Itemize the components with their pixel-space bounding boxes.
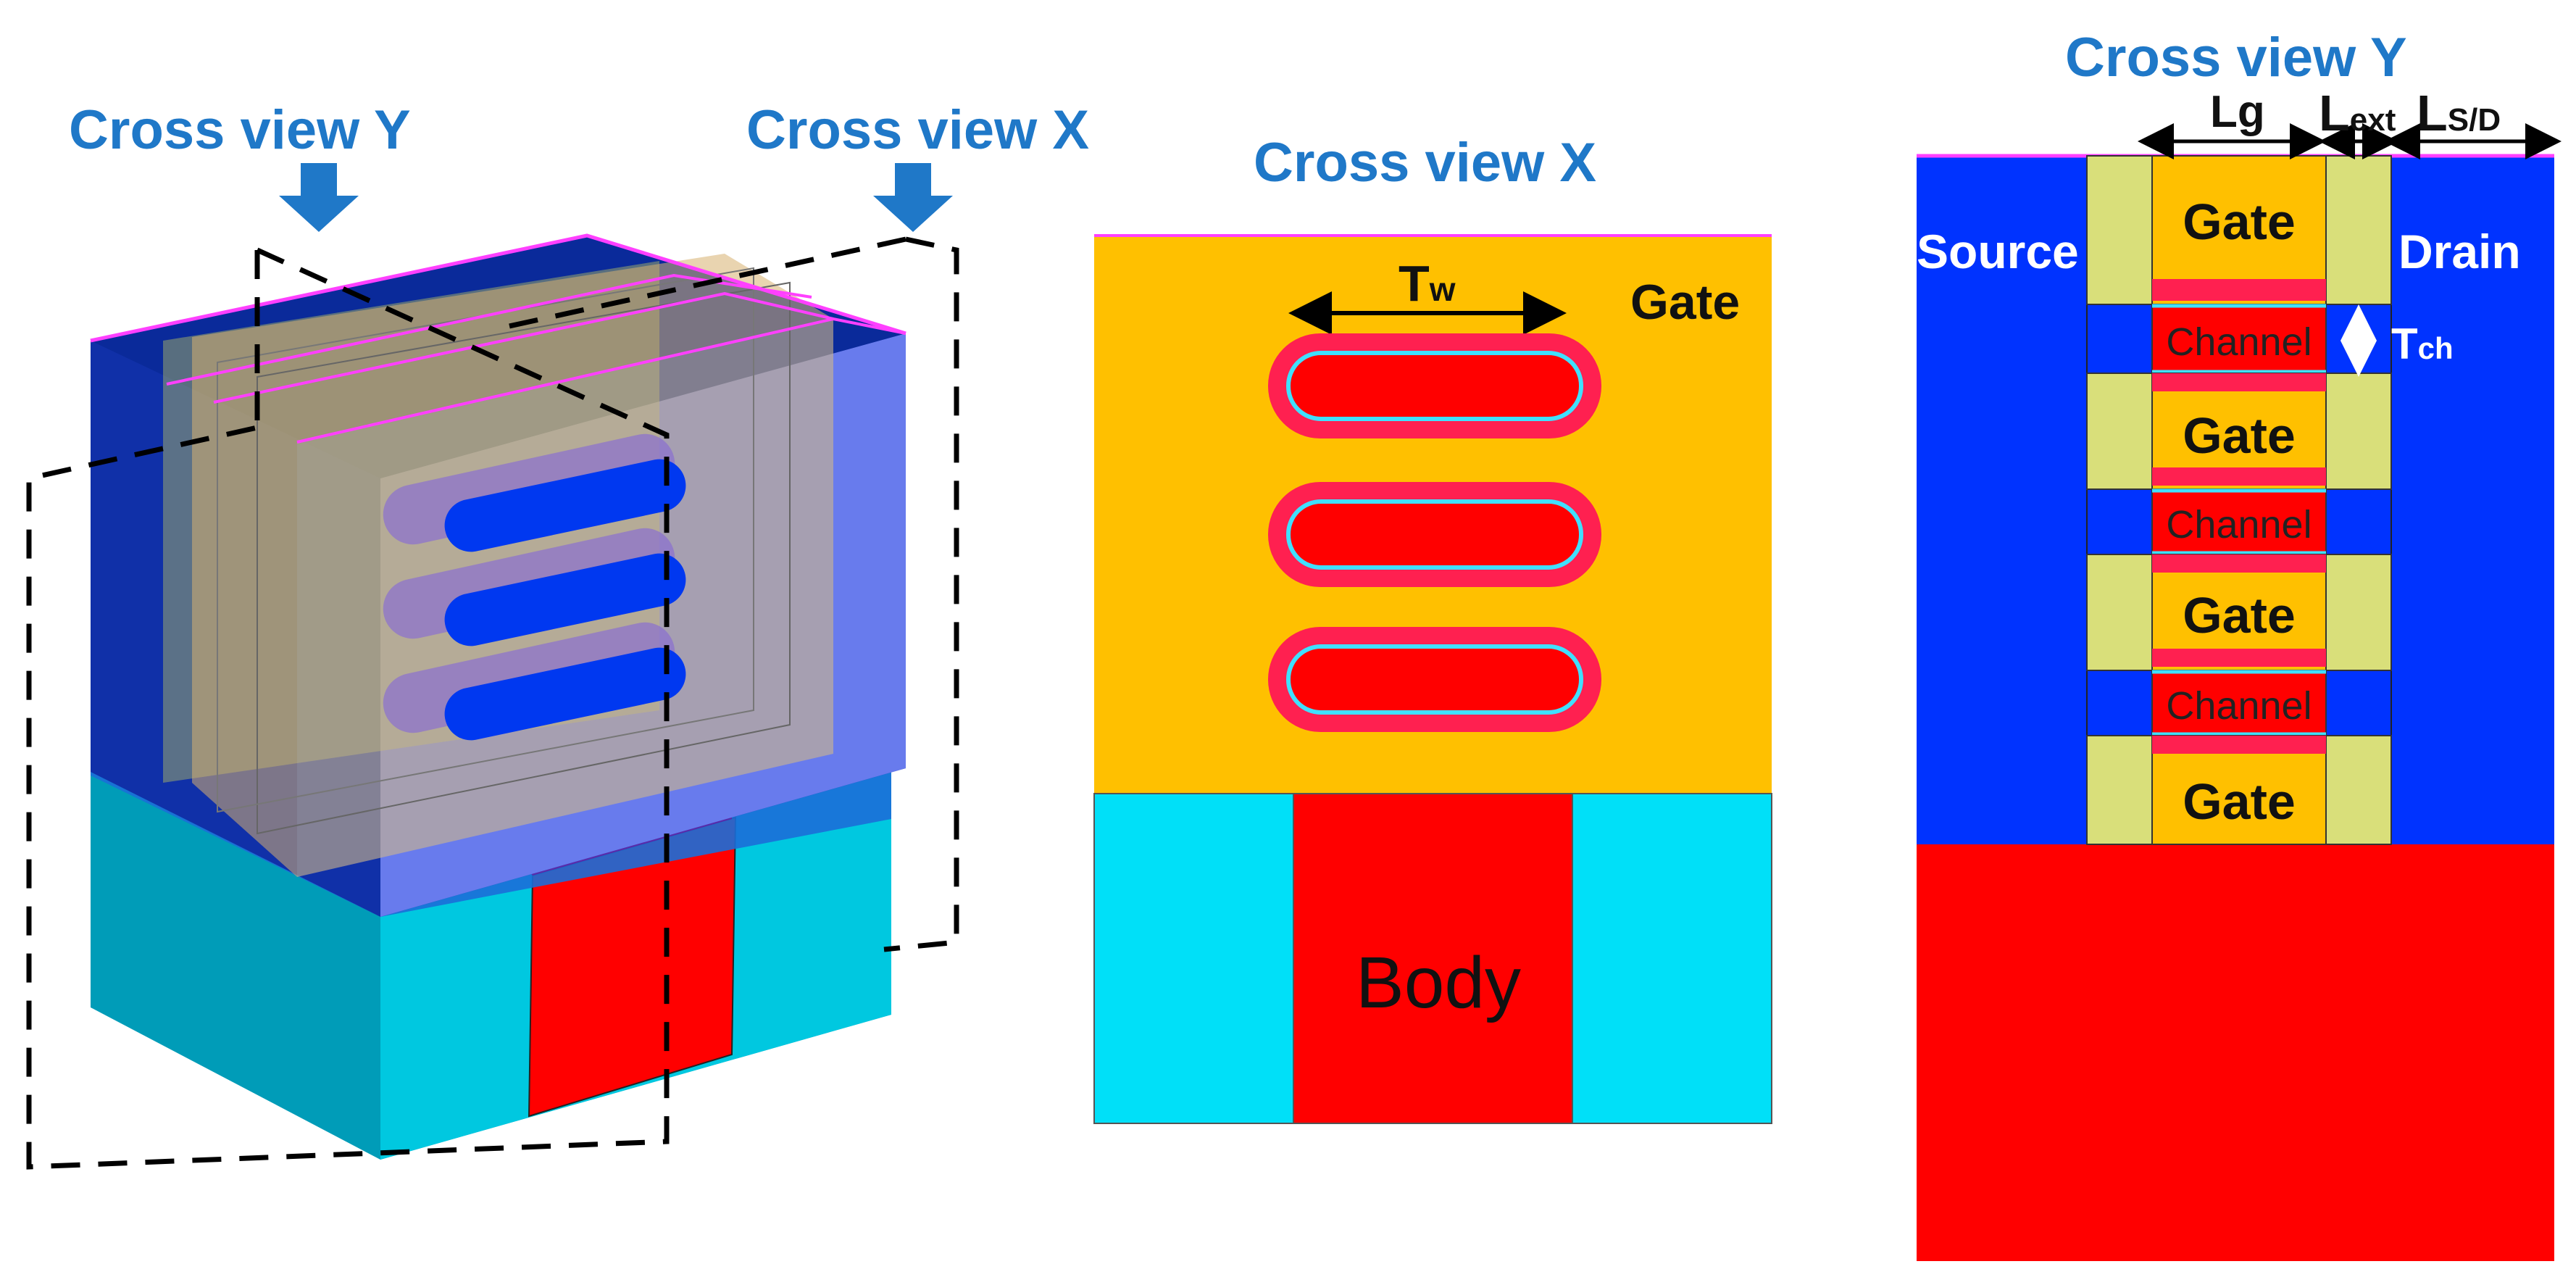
substrate-left xyxy=(1093,793,1294,1124)
channel-x-2 xyxy=(1268,482,1601,587)
drain-label: Drain xyxy=(2398,225,2521,278)
nanosheet-1 xyxy=(383,433,686,552)
gate-y-3: Gate xyxy=(2151,554,2327,671)
top-outline-2 xyxy=(166,273,812,386)
gate-label: Gate xyxy=(1630,275,1740,330)
device-3d-view: Cross view Y Cross view X xyxy=(26,99,1089,1170)
cross-view-x-panel: Cross view X Gate Tw Body xyxy=(1093,132,1772,1124)
slab-edge-2 xyxy=(217,267,754,813)
channel-x-3 xyxy=(1268,627,1601,732)
cross-view-x-arrow-icon xyxy=(873,163,953,232)
lg-label: Lg xyxy=(2210,87,2265,137)
gate-y-1: Gate xyxy=(2151,155,2327,305)
cross-view-x-title: Cross view X xyxy=(1254,132,1596,194)
svg-text:Channel: Channel xyxy=(2166,320,2312,364)
gate-y-2: Gate xyxy=(2151,373,2327,490)
body-label: Body xyxy=(1356,942,1521,1023)
spacers xyxy=(2086,155,2392,845)
svg-text:Gate: Gate xyxy=(2183,587,2296,644)
source-label: Source xyxy=(1917,225,2079,278)
cross-view-y-title: Cross view Y xyxy=(2065,27,2407,88)
gate-y-4: Gate xyxy=(2151,735,2327,845)
nanosheet-2 xyxy=(383,528,686,646)
cut-planes xyxy=(26,236,959,1170)
svg-text:Gate: Gate xyxy=(2183,407,2296,464)
lext-label: Lext xyxy=(2319,85,2396,141)
svg-text:Channel: Channel xyxy=(2166,684,2312,728)
cross-view-x-label: Cross view X xyxy=(746,99,1089,161)
gate-slab xyxy=(192,254,833,877)
channel-y-1: Channel xyxy=(2151,304,2327,374)
top-outline-4 xyxy=(296,317,906,444)
substrate-y xyxy=(1917,844,2554,1261)
channel-y-2: Channel xyxy=(2151,488,2327,555)
cross-view-y-panel: Cross view Y Gate Chann xyxy=(1917,27,2562,1261)
slab-edge-1 xyxy=(257,281,791,835)
svg-text:Gate: Gate xyxy=(2183,194,2296,250)
svg-text:Channel: Channel xyxy=(2166,503,2312,546)
cross-view-y-arrow-icon xyxy=(279,163,359,232)
svg-text:Gate: Gate xyxy=(2183,773,2296,830)
width-label: Tw xyxy=(1399,255,1456,312)
body-region-x xyxy=(1293,793,1573,1124)
nanosheet-3 xyxy=(383,622,686,741)
cross-view-y-label: Cross view Y xyxy=(69,99,411,161)
channel-y-3: Channel xyxy=(2151,670,2327,736)
substrate-right xyxy=(1572,793,1772,1124)
top-outline-3 xyxy=(213,291,834,404)
tch-label: Tch xyxy=(2391,320,2454,368)
channel-x-1 xyxy=(1268,333,1601,438)
lsd-label: LS/D xyxy=(2417,85,2501,141)
